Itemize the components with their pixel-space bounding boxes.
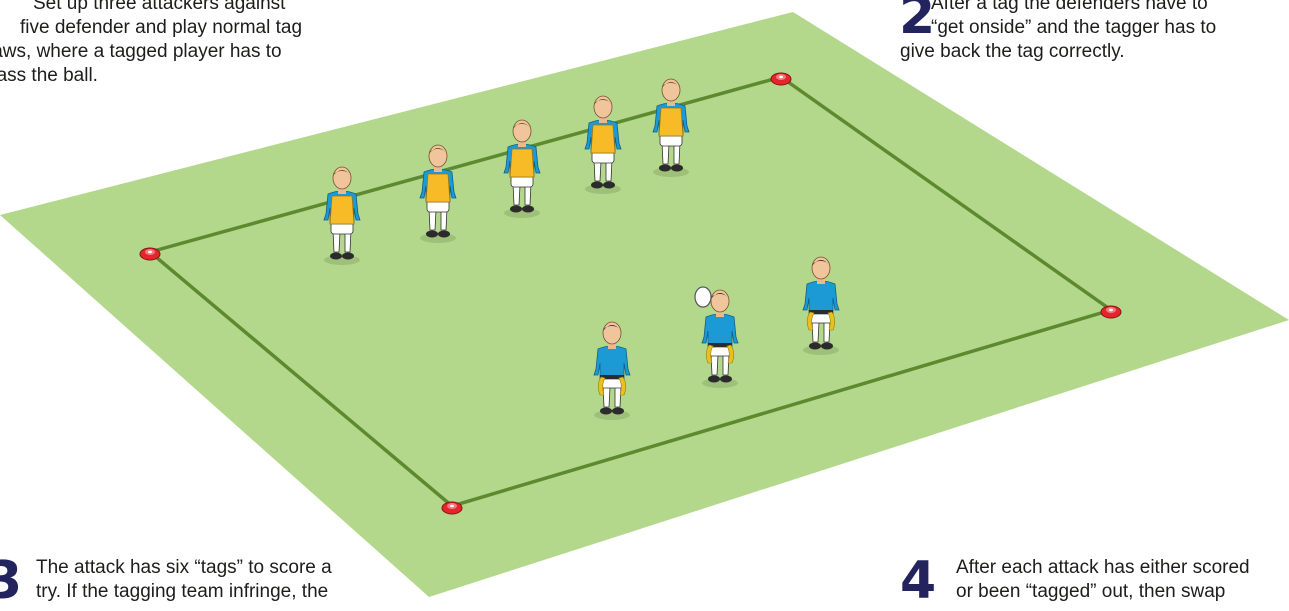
pitch-diagram xyxy=(0,0,1289,597)
step-1-line: Set up three attackers against xyxy=(0,0,380,16)
step-3-number: 3 xyxy=(0,555,22,607)
step-1-line: laws, where a tagged player has to xyxy=(0,40,380,64)
step-3-line: The attack has six “tags” to score a xyxy=(36,556,416,580)
step-4-number: 4 xyxy=(900,555,936,607)
step-3-line: try. If the tagging team infringe, the xyxy=(36,580,416,604)
step-1-line: pass the ball. xyxy=(0,64,380,88)
step-2-line: “get onside” and the tagger has to xyxy=(900,16,1289,40)
step-1-text: Set up three attackers against five defe… xyxy=(0,0,380,88)
marker-cone xyxy=(1101,306,1121,318)
step-2-line: After a tag the defenders have to xyxy=(900,0,1289,16)
marker-cone xyxy=(442,502,462,514)
marker-cone xyxy=(140,248,160,260)
step-1-line: five defender and play normal tag xyxy=(0,16,380,40)
marker-cone xyxy=(771,73,791,85)
rugby-ball-icon xyxy=(695,287,711,307)
step-4-line: After each attack has either scored xyxy=(956,556,1289,580)
grass-pitch xyxy=(0,12,1289,597)
step-2-line: give back the tag correctly. xyxy=(900,40,1289,64)
step-4-line: or been “tagged” out, then swap xyxy=(956,580,1289,604)
step-2-text: After a tag the defenders have to “get o… xyxy=(900,0,1289,64)
